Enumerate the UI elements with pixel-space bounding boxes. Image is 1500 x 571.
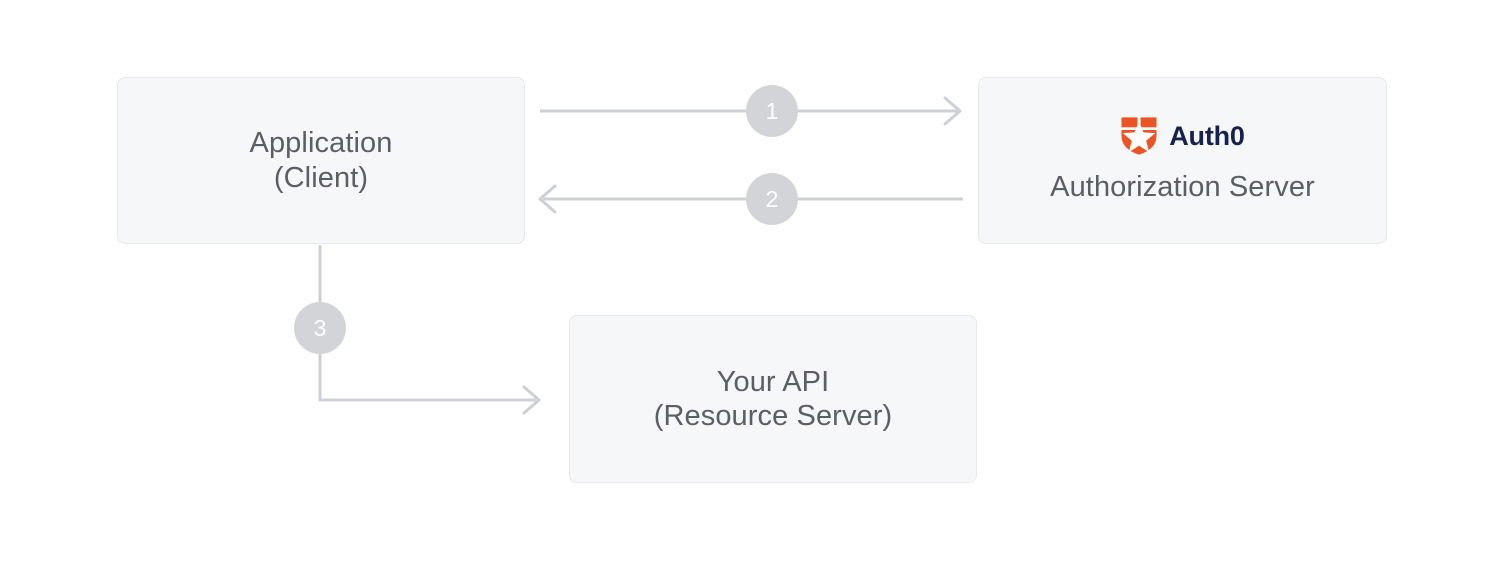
step-badge-1[interactable]: 1 — [746, 85, 798, 137]
connector-step-3 — [318, 245, 541, 415]
step-badge-2[interactable]: 2 — [746, 173, 798, 225]
node-your-api-subtitle: (Resource Server) — [653, 400, 893, 432]
node-application-subtitle: (Client) — [273, 161, 369, 194]
node-application-title: Application — [249, 127, 393, 160]
node-application[interactable]: Application (Client) — [117, 77, 525, 244]
auth0-brand-lockup: Auth0 — [1120, 116, 1245, 157]
auth0-wordmark: Auth0 — [1169, 120, 1245, 151]
node-your-api[interactable]: Your API (Resource Server) — [569, 315, 977, 483]
step-badge-3[interactable]: 3 — [294, 302, 346, 354]
node-your-api-title: Your API — [716, 365, 830, 398]
node-authorization-server[interactable]: Auth0 Authorization Server — [978, 77, 1387, 244]
node-authorization-server-label: Authorization Server — [1050, 171, 1315, 204]
auth0-shield-icon — [1120, 116, 1159, 157]
